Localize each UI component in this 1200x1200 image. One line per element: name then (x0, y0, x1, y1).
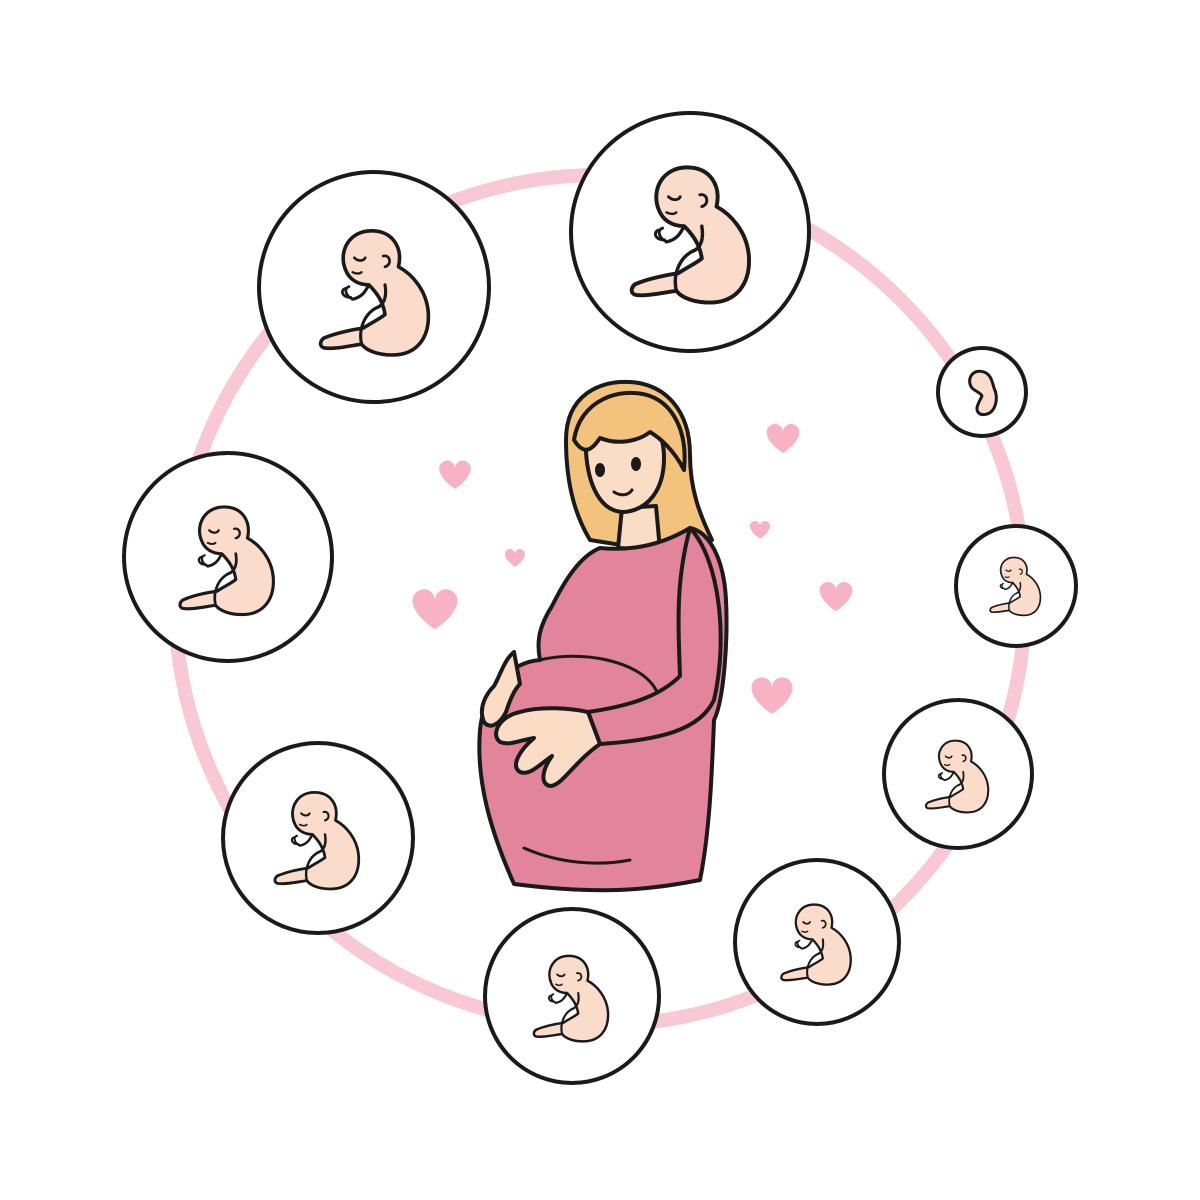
heart-icon (439, 460, 471, 489)
heart-icon (412, 589, 458, 630)
embryo-icon (968, 369, 998, 417)
heart-icon (749, 520, 771, 539)
stage-5-bubble (483, 907, 661, 1085)
stage-9-bubble (569, 111, 811, 353)
back-hand (479, 650, 522, 728)
heart-icon (504, 548, 526, 567)
heart-icon (751, 677, 793, 715)
heart-icon (819, 581, 853, 612)
front-hand (494, 706, 602, 788)
stage-7-bubble (122, 451, 334, 663)
stage-6-bubble (221, 741, 415, 935)
stage-3-bubble (882, 698, 1034, 850)
stage-8-bubble (257, 170, 491, 404)
pregnant-woman (477, 379, 729, 893)
stage-2-bubble (954, 524, 1078, 648)
stage-1-bubble (936, 346, 1028, 438)
stage-4-bubble (733, 858, 901, 1026)
heart-icon (766, 423, 800, 454)
